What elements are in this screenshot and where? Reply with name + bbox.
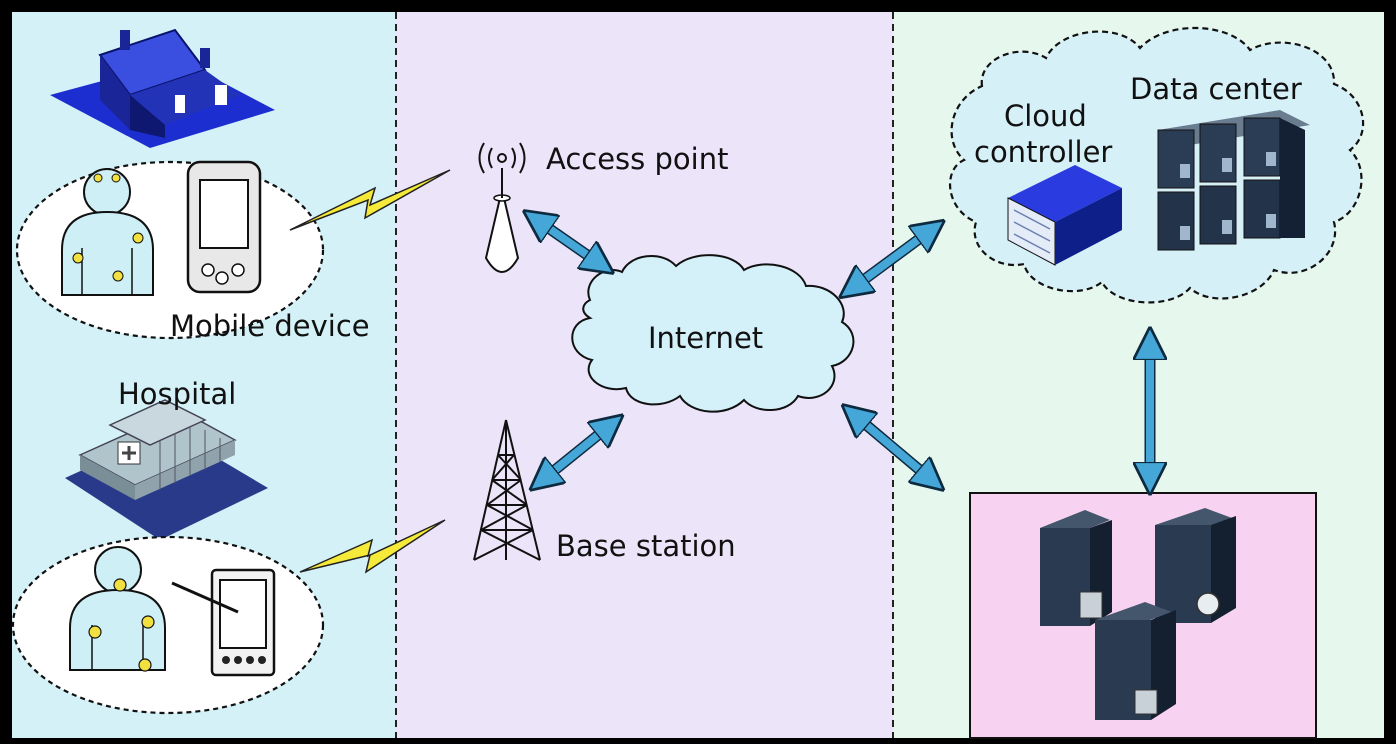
mobile-device-icon — [171, 568, 276, 677]
internet-label: Internet — [648, 321, 764, 355]
house-icon — [50, 28, 275, 148]
base-station-label: Base station — [556, 529, 736, 563]
patient-sensor-icon — [69, 546, 166, 672]
access-point-label: Access point — [546, 142, 729, 176]
internet-cloud-icon — [571, 254, 855, 413]
lightning-link-icon — [299, 519, 446, 574]
access-point-icon — [478, 142, 526, 273]
mobile-device-icon — [186, 160, 262, 294]
base-station-tower-icon — [473, 419, 541, 561]
server-icon — [1040, 510, 1112, 626]
mobile-device-label: Mobile device — [170, 309, 370, 343]
cloud-controller-icon — [1007, 165, 1122, 266]
server-icon — [1155, 508, 1236, 623]
lightning-link-icon — [289, 169, 451, 231]
hospital-label: Hospital — [118, 377, 237, 411]
data-center-servers-icon — [1157, 110, 1310, 251]
cloud-controller-label-line1: Cloud — [1004, 99, 1087, 133]
connector-arrows — [534, 218, 1150, 482]
data-center-label: Data center — [1130, 72, 1302, 106]
hospital-building-icon — [65, 399, 268, 540]
patient-group-bottom — [11, 535, 325, 715]
patient-sensor-icon — [61, 168, 154, 296]
server-icon — [1095, 602, 1176, 720]
cloud-controller-label-line2: controller — [974, 135, 1113, 169]
